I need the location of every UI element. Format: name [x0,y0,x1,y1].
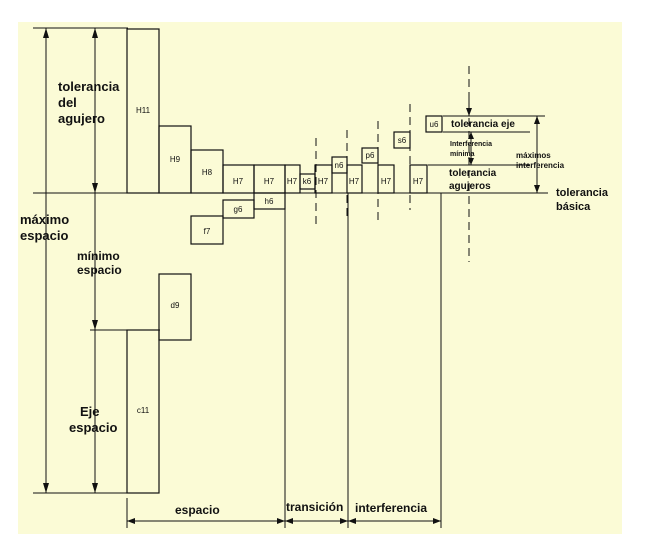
fit-box-c11 [126,329,160,494]
basic-tolerance-label-1: tolerancia [556,187,609,199]
label-h7-c: H7 [287,177,298,186]
arrowhead [433,518,441,524]
label-h7-g: H7 [413,177,424,186]
fit-box-n6 [331,156,348,174]
label-h7-a: H7 [233,177,244,186]
zone-label-clearance: espacio [175,503,220,517]
hole-tolerance-label-3: agujero [58,111,105,126]
arrowhead [348,518,356,524]
label-n6: n6 [335,161,344,170]
zone-label-transition: transición [286,500,343,514]
arrowhead [92,320,98,330]
label-h9: H9 [170,155,181,164]
min-clearance-label-1: mínimo [77,249,120,263]
hole-tolerances-label-1: tolerancia [449,168,497,179]
fit-box-p6 [361,147,379,164]
arrowhead [277,518,285,524]
label-u6: u6 [430,120,439,129]
max-interference-label-1: máximos [516,151,551,160]
arrowhead [468,132,474,139]
fit-box-d9 [158,273,192,341]
label-h7-d: H7 [318,177,329,186]
label-h7-e: H7 [349,177,360,186]
zone-label-interference: interferencia [355,501,427,515]
min-interference-label-1: Interferencia [450,141,492,148]
label-h11: H11 [136,106,151,115]
shaft-clearance-label-2: espacio [69,420,117,435]
arrowhead [43,28,49,38]
fit-box-g6 [222,199,255,219]
max-clearance-label-2: espacio [20,228,68,243]
max-clearance-label-1: máximo [20,212,69,227]
label-h7-b: H7 [264,177,275,186]
label-p6: p6 [366,151,375,160]
label-k6: k6 [303,177,312,186]
shaft-tolerance-label: tolerancia eje [451,119,515,130]
label-s6: s6 [398,136,407,145]
shaft-clearance-label-1: Eje [80,404,100,419]
hole-tolerances-label-2: agujeros [449,181,491,192]
hole-tolerance-label-1: tolerancia [58,79,120,94]
arrowhead [92,183,98,193]
arrowhead [534,116,540,124]
hole-tolerance-label-2: del [58,95,77,110]
label-f7: f7 [204,227,211,236]
min-clearance-label-2: espacio [77,263,122,277]
arrowhead [534,185,540,193]
max-interference-label-2: interferencia [516,161,565,170]
arrowhead [466,108,472,116]
arrowhead [285,518,293,524]
fit-box-k6 [299,173,316,190]
label-h8: H8 [202,168,213,177]
arrowhead [92,483,98,493]
arrowhead [43,483,49,493]
min-interference-label-2: mínima [450,151,475,158]
label-h7-f: H7 [381,177,392,186]
fit-box-h7-g [409,164,428,194]
fit-box-u6 [425,115,443,133]
fit-box-h11 [126,28,160,194]
label-h6: h6 [265,197,274,206]
arrowhead [468,158,474,165]
label-g6: g6 [234,205,243,214]
arrowhead [340,518,348,524]
diagram-background [18,22,622,534]
fit-box-h7-e [346,164,363,194]
fit-box-f7 [190,215,224,245]
fit-box-s6 [393,131,411,149]
arrowhead [127,518,135,524]
label-d9: d9 [171,301,180,310]
basic-tolerance-label-2: básica [556,201,591,213]
arrowhead [92,28,98,38]
label-c11: c11 [137,406,150,415]
